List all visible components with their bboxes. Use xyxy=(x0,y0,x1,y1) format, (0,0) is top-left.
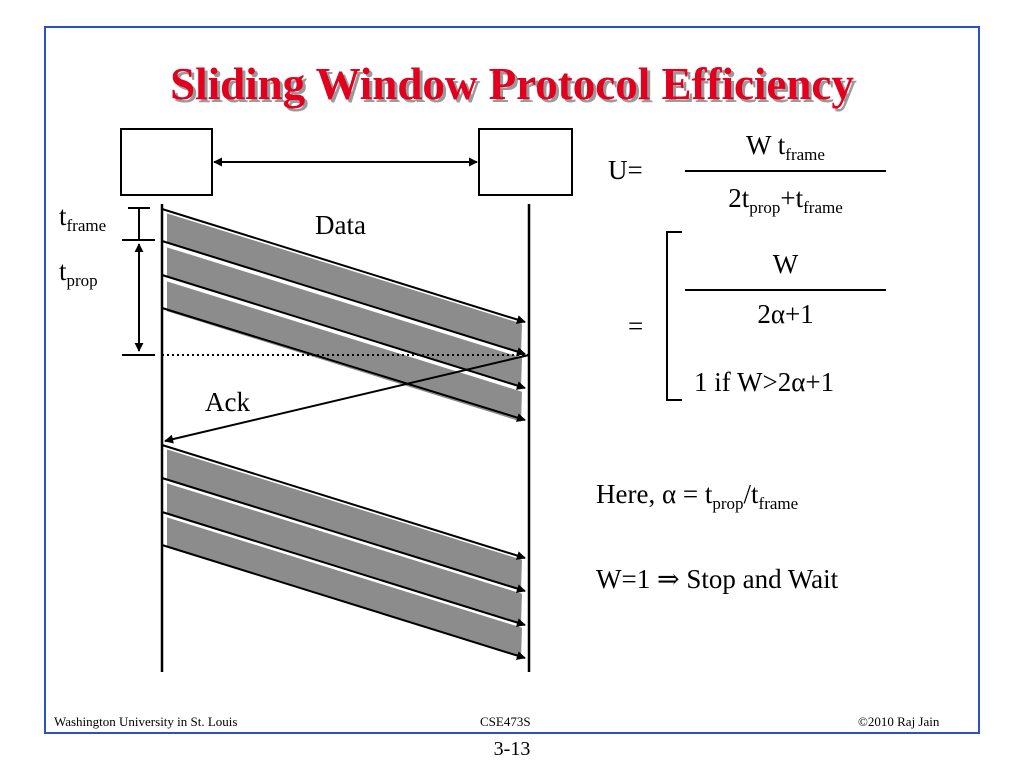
footer-right: ©2010 Raj Jain xyxy=(858,714,940,729)
footer-left: Washington University in St. Louis xyxy=(54,714,238,729)
eq-sign: = xyxy=(628,311,644,341)
alpha-definition: Here, α = tprop/tframe xyxy=(596,479,799,513)
slide-title: Sliding Window Protocol Efficiency xyxy=(170,59,854,109)
case1-denominator: 2α+1 xyxy=(757,299,814,329)
tframe-label: tframe xyxy=(59,201,107,235)
stop-and-wait: W=1 ⇒ Stop and Wait xyxy=(596,564,839,594)
frame-arrow xyxy=(161,274,526,390)
data-label: Data xyxy=(315,210,366,240)
ack-arrow xyxy=(164,354,530,444)
frame-arrow xyxy=(161,307,526,422)
frame-arrow xyxy=(161,477,526,593)
footer-center: CSE473S xyxy=(480,714,531,729)
case1-numerator: W xyxy=(772,249,799,279)
frame-arrow xyxy=(161,208,526,324)
u-denominator: 2tprop+tframe xyxy=(728,183,843,217)
receiver-box xyxy=(478,128,573,196)
ack-label: Ack xyxy=(205,387,250,417)
page-number: 3-13 xyxy=(493,738,531,760)
u-numerator: W tframe xyxy=(746,130,825,164)
tprop-label: tprop xyxy=(59,256,98,290)
case2: 1 if W>2α+1 xyxy=(694,367,835,397)
frame-arrow xyxy=(161,240,526,356)
frame-arrow xyxy=(161,544,526,660)
cases-brace xyxy=(666,231,682,401)
frame-arrow xyxy=(161,511,526,627)
u-lhs: U= xyxy=(608,155,643,185)
slide-frame xyxy=(44,26,980,734)
frame-arrow xyxy=(161,444,526,560)
sender-box xyxy=(120,128,213,196)
